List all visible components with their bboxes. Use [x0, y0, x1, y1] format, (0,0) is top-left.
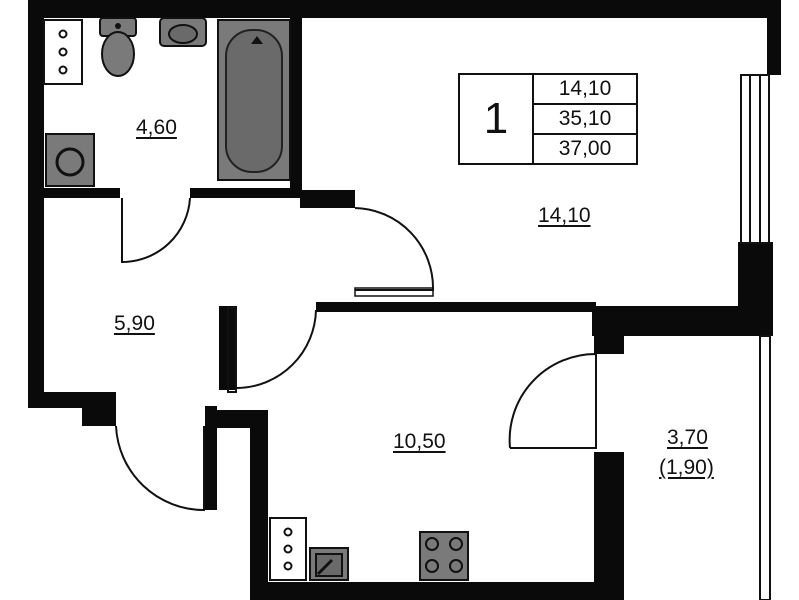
- window-hall: [227, 307, 237, 393]
- room-count: 1: [460, 75, 534, 163]
- toilet: [99, 17, 137, 77]
- wall-right-mid: [738, 242, 773, 318]
- door-balcony: [508, 352, 597, 449]
- living-area-value: 14,10: [558, 77, 612, 100]
- balcony-reduced-area-label: (1,90): [659, 456, 714, 479]
- window-living: [740, 74, 770, 244]
- sink-bathroom: [159, 17, 207, 47]
- hallway-area-label: 5,90: [114, 312, 155, 335]
- door-entrance: [115, 425, 205, 512]
- wall-hall-kitchen-top: [316, 302, 596, 312]
- windows: [227, 74, 771, 600]
- kitchen-area-label: 10,50: [393, 430, 446, 453]
- wall-kitchen-right-top: [594, 306, 624, 354]
- wall-bath-bottom-left: [28, 188, 120, 198]
- total-with-balcony-value: 37,00: [534, 133, 636, 163]
- area-values: 14,10 35,10 37,00: [534, 75, 636, 163]
- wall-hall-living: [300, 190, 355, 208]
- sink-kitchen: [309, 547, 349, 581]
- wall-kitchen-left-step: [210, 410, 268, 428]
- stove: [419, 531, 469, 581]
- wall-left-upper: [28, 0, 44, 406]
- wall-bath-bottom-right: [190, 188, 302, 198]
- washing-machine: [45, 133, 95, 187]
- area-summary-table: 1 14,10 35,10 37,00: [458, 73, 638, 165]
- total-area-value: 35,10: [534, 103, 636, 133]
- wall-left-step: [82, 392, 116, 426]
- window-balcony: [759, 335, 771, 600]
- balcony-area-label: 3,70: [667, 426, 708, 449]
- kitchen-fixtures: [269, 517, 469, 581]
- bathroom-fixtures: [43, 17, 291, 187]
- bathroom-area-label: 4,60: [136, 116, 177, 139]
- walls: [28, 0, 781, 600]
- wall-kitchen-right-bottom: [594, 452, 624, 600]
- wall-hall-inner: [205, 406, 217, 510]
- cabinet-bathroom: [43, 19, 83, 85]
- wall-bath-right: [290, 0, 302, 190]
- door-bathroom: [121, 197, 191, 264]
- living-room-area-label: 14,10: [538, 204, 591, 227]
- cabinet-kitchen: [269, 517, 307, 581]
- door-living: [354, 207, 435, 291]
- wall-kitchen-bottom: [250, 582, 624, 600]
- doors: [115, 197, 597, 512]
- wall-kitchen-left: [250, 410, 268, 600]
- wall-right-upper: [767, 0, 781, 75]
- wall-top: [28, 0, 773, 18]
- door-kitchen: [236, 309, 317, 389]
